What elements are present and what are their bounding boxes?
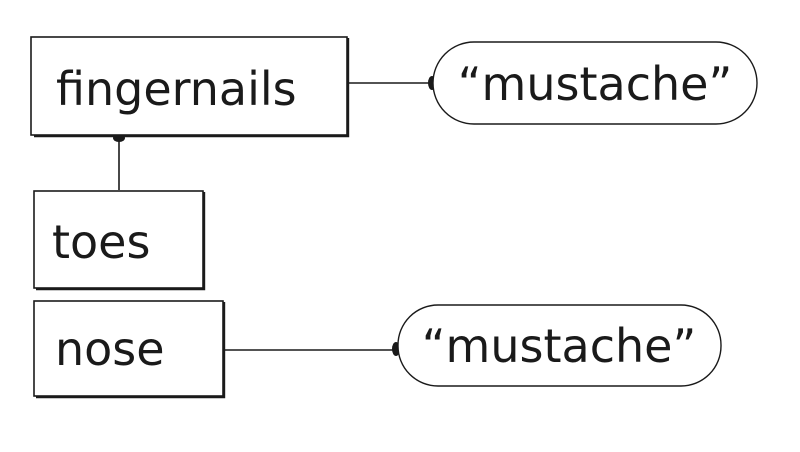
node-fingernails: fingernails bbox=[30, 36, 350, 138]
edge-nose-value bbox=[224, 342, 400, 356]
value-nose-label: “mustache” bbox=[422, 319, 697, 373]
value-fingernails-label: “mustache” bbox=[458, 57, 733, 111]
node-nose: nose bbox=[33, 300, 226, 399]
node-toes: toes bbox=[33, 190, 206, 291]
value-pill-fingernails: “mustache” bbox=[432, 41, 758, 125]
value-pill-nose: “mustache” bbox=[397, 304, 722, 387]
node-toes-label: toes bbox=[52, 215, 150, 269]
node-nose-label: nose bbox=[55, 322, 165, 376]
edge-fingernails-toes bbox=[113, 134, 125, 190]
edge-fingernails-value bbox=[348, 76, 436, 90]
node-fingernails-label: fingernails bbox=[56, 62, 297, 116]
